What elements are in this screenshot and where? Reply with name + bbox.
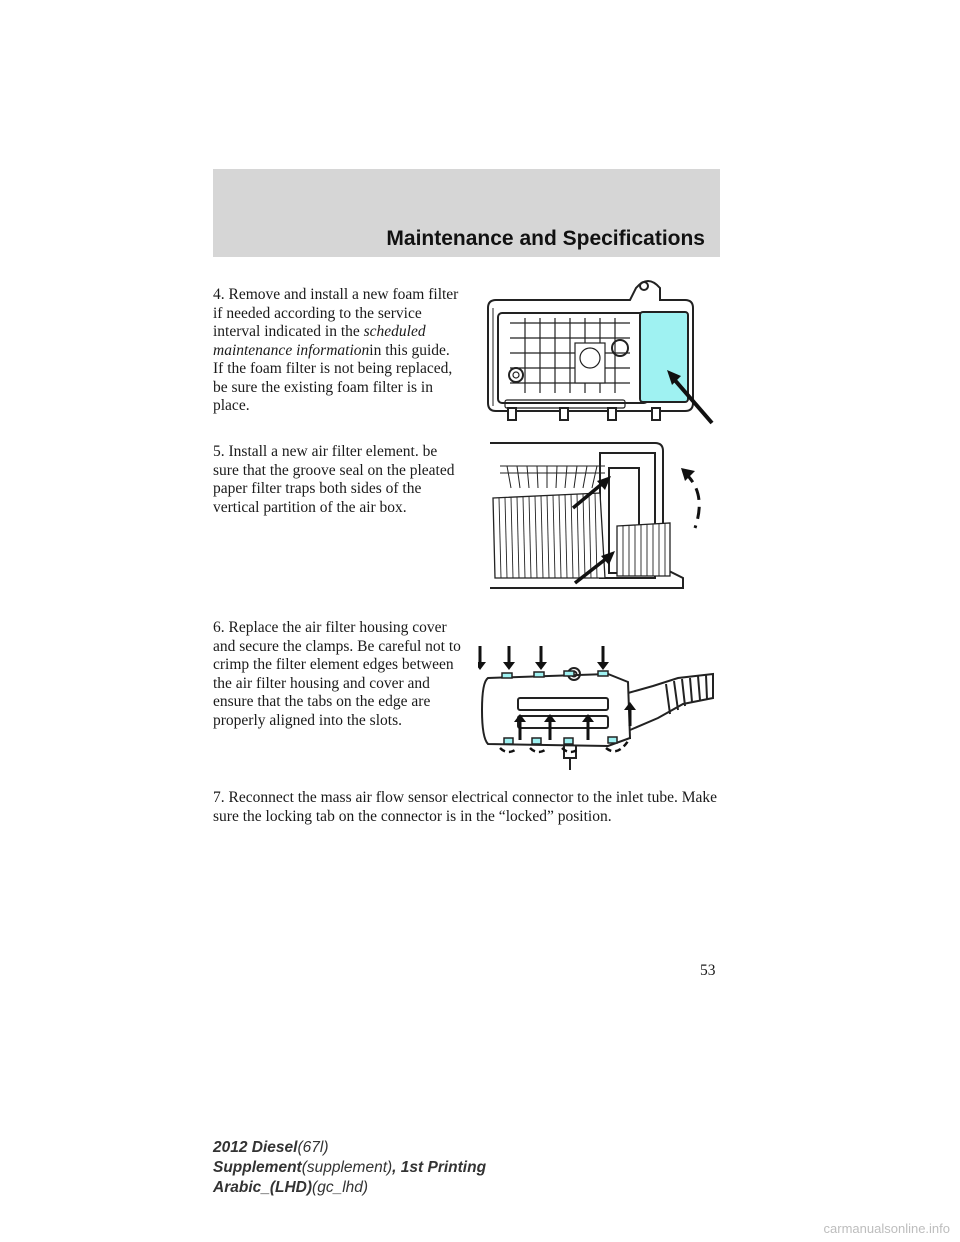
watermark[interactable]: carmanualsonline.info [823,1221,950,1236]
footer-line1-rest: (67l) [297,1139,329,1156]
airbox-foam-filter-figure [487,280,714,425]
housing-cover-figure [478,646,714,770]
step-4-italic: scheduled maintenance information [213,323,426,359]
footer-line3-rest: (gc_lhd) [312,1179,369,1196]
footer-line3-bold: Arabic_(LHD) [213,1179,313,1196]
step-5-text: 5. Install a new air filter element. be … [213,443,455,516]
footer: 2012 Diesel(67l) Supplement(supplement),… [213,1138,486,1198]
step-7-text: 7. Reconnect the mass air flow sensor el… [213,789,717,825]
step-4-text: 4. Remove and install a new foam filter … [213,286,463,416]
footer-line2-bold2: , 1st Printing [392,1159,487,1176]
step-4-text-b: in this guide. If the foam filter is not… [213,341,453,415]
pleated-filter-figure [490,442,701,589]
section-title: Maintenance and Specifications [386,227,705,250]
header-band: Maintenance and Specifications [213,169,720,257]
footer-line2-bold: Supplement [213,1159,302,1176]
page-number: 53 [700,962,716,979]
step-4-text-a: 4. Remove and install a new foam filter … [213,286,459,340]
step-6-text: 6. Replace the air filter housing cover … [213,619,461,729]
footer-line2-mid: (supplement) [301,1159,393,1176]
footer-line1-bold: 2012 Diesel [213,1139,298,1156]
